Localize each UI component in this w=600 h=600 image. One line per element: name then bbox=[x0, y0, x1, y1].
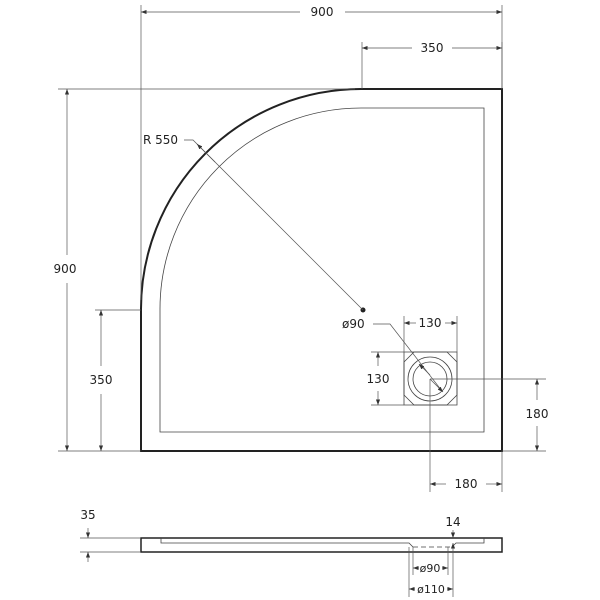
drain-offset-bottom-label: 180 bbox=[455, 477, 478, 491]
width-label: 900 bbox=[311, 5, 334, 19]
height-label: 900 bbox=[54, 262, 77, 276]
side-outer-diameter-label: ø110 bbox=[417, 583, 445, 596]
dim-drain-diameter: ø90 bbox=[342, 317, 444, 393]
dim-side-depth: 14 bbox=[445, 515, 461, 550]
dim-drain-box-width: 130 bbox=[403, 316, 458, 352]
radius-label: R 550 bbox=[143, 133, 178, 147]
straight-left-label: 350 bbox=[90, 373, 113, 387]
drain-box-width-label: 130 bbox=[419, 316, 442, 330]
side-depth-label: 14 bbox=[445, 515, 460, 529]
dim-straight-top-350: 350 bbox=[361, 41, 503, 89]
tray-outline bbox=[139, 88, 503, 452]
drain-box-height-label: 130 bbox=[367, 372, 390, 386]
side-inner-diameter-label: ø90 bbox=[420, 562, 441, 575]
drain-diameter-label: ø90 bbox=[342, 317, 365, 331]
drain-offset-right-label: 180 bbox=[526, 407, 549, 421]
dim-straight-left-350: 350 bbox=[90, 309, 141, 451]
tray-inner-lip bbox=[159, 107, 485, 433]
dim-height-900: 900 bbox=[54, 88, 355, 452]
dim-width-900: 900 bbox=[140, 5, 503, 300]
dim-radius: R 550 bbox=[143, 133, 364, 311]
dim-drain-offset-bottom: 180 bbox=[429, 379, 503, 492]
dim-drain-box-height: 130 bbox=[367, 351, 404, 406]
side-height-label: 35 bbox=[80, 508, 95, 522]
drain bbox=[403, 351, 458, 406]
dim-side-drain: ø90 ø110 bbox=[408, 547, 454, 597]
dim-side-height: 35 bbox=[80, 508, 141, 562]
dim-drain-offset-right: 180 bbox=[430, 378, 549, 452]
straight-top-label: 350 bbox=[421, 41, 444, 55]
